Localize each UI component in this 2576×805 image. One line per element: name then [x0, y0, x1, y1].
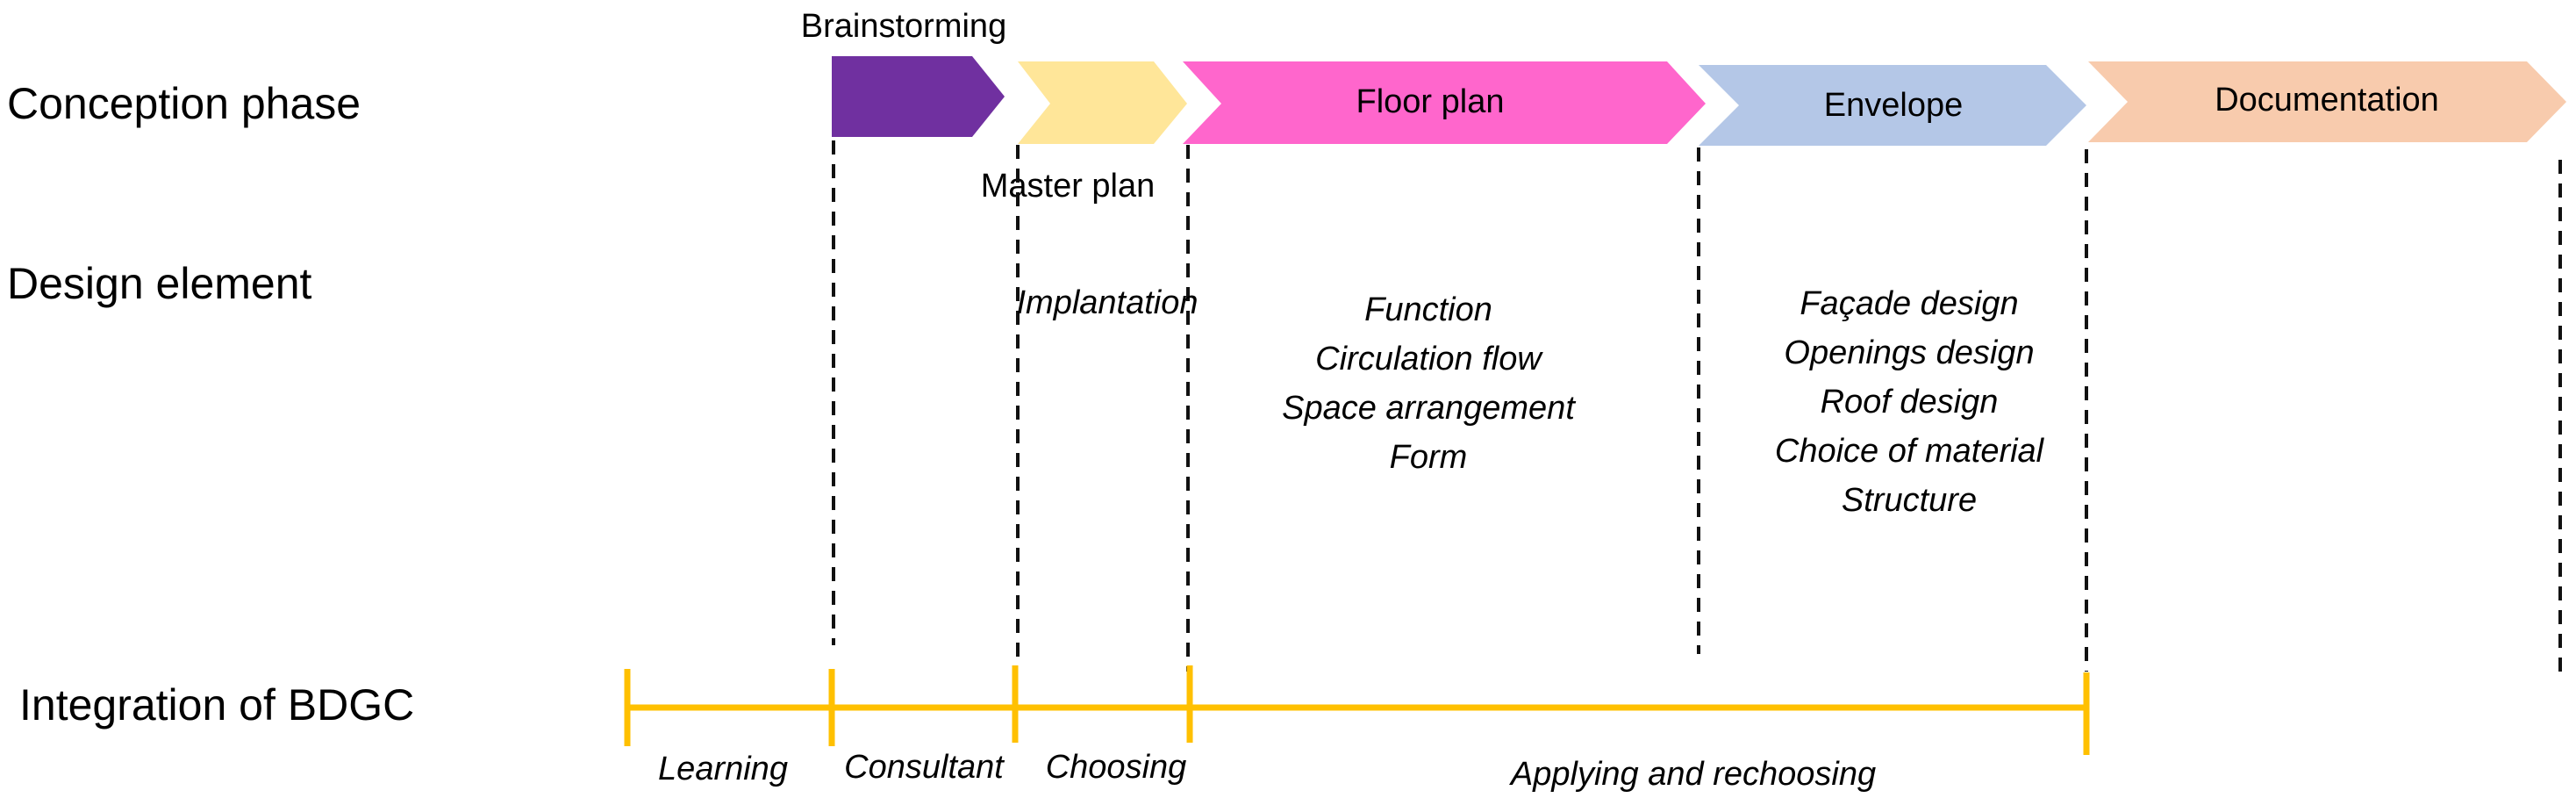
design-element-facade-design: Façade design: [1800, 285, 2018, 322]
stage-label-choosing: Choosing: [1046, 749, 1187, 786]
integration-timeline: [624, 665, 2090, 755]
row-label-integration: Integration of BDGC: [19, 680, 414, 730]
design-element-structure: Structure: [1842, 482, 1977, 519]
design-element-openings-design: Openings design: [1784, 334, 2034, 371]
design-element-circulation-flow: Circulation flow: [1315, 341, 1543, 377]
row-label-conception-phase: Conception phase: [7, 79, 361, 128]
phase-label-envelope: Envelope: [1824, 87, 1963, 124]
phase-arrow-envelope: [1699, 65, 2086, 146]
phase-label-brainstorming: Brainstorming: [801, 8, 1006, 45]
design-element-roof-design: Roof design: [1821, 384, 1999, 420]
phase-arrow-master-plan: [1018, 61, 1187, 144]
design-element-space-arrangement: Space arrangement: [1282, 390, 1576, 427]
stage-label-applying-and-rechoosing: Applying and rechoosing: [1509, 756, 1876, 793]
phase-label-master-plan: Master plan: [981, 168, 1156, 205]
phase-label-documentation: Documentation: [2215, 82, 2439, 119]
phase-arrow-brainstorming: [832, 56, 1005, 137]
row-label-design-element: Design element: [7, 259, 312, 308]
stage-label-consultant: Consultant: [844, 749, 1005, 786]
phase-label-floor-plan: Floor plan: [1356, 83, 1505, 120]
design-element-choice-of-material: Choice of material: [1775, 433, 2045, 470]
design-element-function: Function: [1364, 291, 1492, 328]
phase-boundaries: [832, 140, 2562, 672]
phase-arrow-documentation: [2088, 61, 2566, 142]
stage-label-learning: Learning: [658, 751, 788, 787]
phase-arrow-floor-plan: [1183, 61, 1706, 144]
design-element-form: Form: [1390, 439, 1468, 476]
design-element-implantation: Implantation: [1016, 284, 1198, 321]
